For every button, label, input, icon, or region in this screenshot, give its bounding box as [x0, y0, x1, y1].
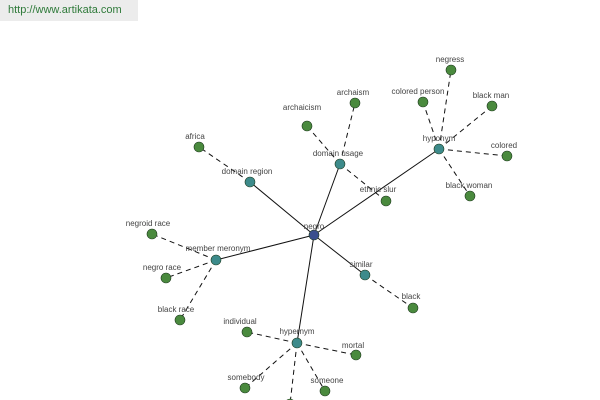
edge-negro-hyponym	[313, 148, 440, 236]
node-label-colored: colored	[491, 141, 517, 150]
node-black-man[interactable]	[486, 100, 498, 112]
node-label-individual: individual	[223, 317, 257, 326]
node-member-meronym[interactable]	[210, 254, 222, 266]
node-label-archaicism: archaicism	[283, 103, 322, 112]
node-negro[interactable]	[308, 229, 320, 241]
node-label-negress: negress	[436, 55, 464, 64]
node-label-black: black	[402, 292, 422, 301]
node-colored-person[interactable]	[417, 96, 429, 108]
edge-domain_region-africa	[198, 146, 251, 183]
nodes-layer	[146, 64, 513, 400]
edges-layer	[151, 69, 508, 400]
node-label-black-race: black race	[158, 305, 195, 314]
node-somebody[interactable]	[239, 382, 251, 394]
edge-negro-domain_region	[249, 181, 315, 236]
node-ethnic-slur[interactable]	[380, 195, 392, 207]
node-negro-race[interactable]	[160, 272, 172, 284]
edge-member_meronym-black_race	[179, 259, 217, 321]
edge-hypernym-offscreen_leaf	[289, 342, 298, 400]
node-colored[interactable]	[501, 150, 513, 162]
node-archaicism[interactable]	[301, 120, 313, 132]
node-hypernym[interactable]	[291, 337, 303, 349]
node-similar[interactable]	[359, 269, 371, 281]
node-label-domain-region: domain region	[222, 167, 273, 176]
node-label-archaism: archaism	[337, 88, 370, 97]
node-label-black-woman: black woman	[446, 181, 493, 190]
edge-hyponym-black_woman	[438, 148, 471, 197]
edge-negro-member_meronym	[215, 234, 315, 261]
edge-member_meronym-negroid_race	[151, 233, 217, 261]
node-label-hyponym: hyponym	[423, 134, 456, 143]
edge-hypernym-mortal	[296, 342, 357, 356]
node-africa[interactable]	[193, 141, 205, 153]
node-label-member-meronym: member meronym	[186, 244, 251, 253]
edge-negro-hypernym	[296, 234, 315, 344]
node-label-africa: africa	[185, 132, 205, 141]
node-negroid-race[interactable]	[146, 228, 158, 240]
node-domain-usage[interactable]	[334, 158, 346, 170]
node-label-similar: similar	[349, 260, 372, 269]
edge-negro-similar	[313, 234, 366, 276]
node-archaism[interactable]	[349, 97, 361, 109]
edge-domain_usage-archaicism	[306, 125, 341, 165]
node-hyponym[interactable]	[433, 143, 445, 155]
node-domain-region[interactable]	[244, 176, 256, 188]
edge-negro-domain_usage	[313, 163, 341, 236]
node-label-colored-person: colored person	[392, 87, 445, 96]
edge-domain_usage-archaism	[339, 102, 356, 165]
node-label-ethnic-slur: ethnic slur	[360, 185, 397, 194]
node-individual[interactable]	[241, 326, 253, 338]
node-label-negroid-race: negroid race	[126, 219, 171, 228]
node-label-hypernym: hypernym	[279, 327, 314, 336]
edge-hyponym-colored	[438, 148, 508, 157]
node-black-woman[interactable]	[464, 190, 476, 202]
edge-similar-black	[364, 274, 414, 309]
node-label-somebody: somebody	[228, 373, 265, 382]
edge-hyponym-negress	[438, 69, 452, 150]
node-label-mortal: mortal	[342, 341, 364, 350]
labels-layer: negro domain region domain usage hyponym mem…	[126, 55, 517, 385]
node-black[interactable]	[407, 302, 419, 314]
node-label-black-man: black man	[473, 91, 509, 100]
node-someone[interactable]	[319, 385, 331, 397]
node-label-negro: negro	[304, 222, 325, 231]
node-mortal[interactable]	[350, 349, 362, 361]
edge-hypernym-somebody	[244, 342, 298, 389]
edge-hypernym-someone	[296, 342, 326, 392]
edge-domain_usage-ethnic_slur	[339, 163, 387, 202]
node-black-race[interactable]	[174, 314, 186, 326]
node-negress[interactable]	[445, 64, 457, 76]
site-url-link[interactable]: http://www.artikata.com	[0, 0, 138, 21]
edge-hyponym-black_man	[438, 105, 493, 150]
node-label-negro-race: negro race	[143, 263, 182, 272]
node-label-domain-usage: domain usage	[313, 149, 364, 158]
node-label-someone: someone	[311, 376, 344, 385]
